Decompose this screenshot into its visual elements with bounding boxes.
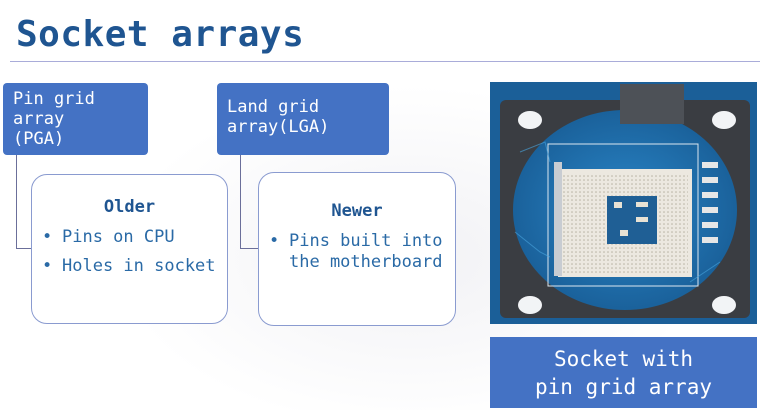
pga-header-box: Pin grid array (PGA) (3, 83, 148, 155)
pga-connector-line (16, 155, 33, 249)
smd-components (702, 162, 718, 243)
title-divider (10, 61, 760, 62)
socket-lever (554, 162, 562, 276)
lga-detail-box: Newer • Pins built into the motherboard (258, 172, 456, 326)
lga-detail-title: Newer (331, 201, 383, 221)
mounting-hole (518, 111, 542, 129)
pga-header-line: array (13, 109, 65, 129)
pga-bullet-list: • Pins on CPU • Holes in socket (38, 227, 221, 285)
socket-illustration (490, 82, 757, 324)
list-item: • Pins on CPU (38, 227, 221, 248)
bullet-text: Holes in socket (62, 256, 216, 276)
lga-header-line: Land grid (227, 97, 320, 117)
mounting-hole (712, 111, 736, 129)
socket-outline (547, 143, 699, 287)
lga-bullet-list: • Pins built into the motherboard (265, 231, 449, 281)
mounting-hole (518, 296, 542, 314)
slide-title: Socket arrays (16, 14, 305, 55)
mounting-hole (712, 296, 736, 314)
bullet-icon: • (42, 227, 53, 247)
pcb-traces (514, 141, 721, 283)
lga-header-line: array(LGA) (227, 117, 330, 137)
bullet-icon: • (42, 256, 53, 276)
pga-header-line: Pin grid (13, 89, 95, 109)
pga-detail-box: Older • Pins on CPU • Holes in socket (31, 174, 228, 324)
bullet-icon: • (269, 231, 280, 251)
caption-line: pin grid array (534, 375, 712, 399)
chip (620, 84, 684, 124)
pga-header-line: (PGA) (13, 129, 65, 149)
lga-connector-line (240, 155, 259, 249)
bullet-text: Pins on CPU (62, 227, 175, 247)
bullet-text: Pins built into the motherboard (289, 231, 443, 272)
caption-line: Socket with (553, 347, 694, 371)
lga-header-box: Land grid array(LGA) (217, 83, 389, 155)
list-item: • Pins built into the motherboard (265, 231, 449, 273)
pga-detail-title: Older (103, 197, 156, 217)
cpu-socket-photo (490, 82, 757, 324)
list-item: • Holes in socket (38, 256, 221, 277)
photo-caption: Socket with pin grid array (490, 337, 757, 408)
